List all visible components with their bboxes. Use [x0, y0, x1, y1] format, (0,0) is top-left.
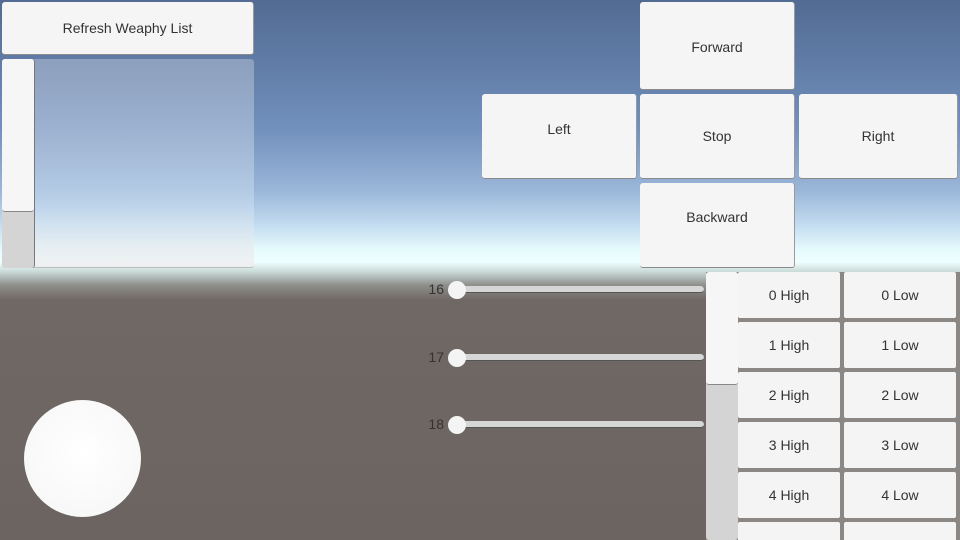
channel-panel[interactable]: 0 High 0 Low 1 High 1 Low 2 High 2 Low 3…	[706, 272, 960, 540]
channel-2-low-label: 2 Low	[881, 387, 919, 403]
slider-knob[interactable]	[448, 416, 466, 434]
channel-5-low-button[interactable]	[844, 522, 956, 540]
joystick-knob[interactable]	[24, 400, 141, 517]
backward-button[interactable]: Backward	[640, 183, 795, 268]
channel-1-high-label: 1 High	[768, 337, 810, 353]
weaphy-list[interactable]	[2, 59, 254, 268]
slider-18: 18	[420, 415, 706, 435]
channel-4-low-button[interactable]: 4 Low	[844, 472, 956, 518]
backward-label: Backward	[686, 209, 748, 225]
channel-1-low-label: 1 Low	[881, 337, 919, 353]
channel-1-low-button[interactable]: 1 Low	[844, 322, 956, 368]
slider-track[interactable]	[456, 286, 704, 293]
refresh-weaphy-list-label: Refresh Weaphy List	[62, 20, 193, 36]
forward-button[interactable]: Forward	[640, 2, 795, 90]
stop-label: Stop	[702, 128, 732, 144]
channel-2-high-button[interactable]: 2 High	[738, 372, 840, 418]
slider-16: 16	[420, 280, 706, 300]
slider-knob[interactable]	[448, 349, 466, 367]
channel-0-high-label: 0 High	[768, 287, 810, 303]
right-button[interactable]: Right	[799, 94, 958, 179]
refresh-weaphy-list-button[interactable]: Refresh Weaphy List	[2, 2, 254, 55]
slider-17: 17	[420, 348, 706, 368]
channel-0-low-button[interactable]: 0 Low	[844, 272, 956, 318]
slider-label: 17	[428, 349, 444, 365]
stop-button[interactable]: Stop	[640, 94, 795, 179]
channel-5-high-button[interactable]	[738, 522, 840, 540]
channel-2-high-label: 2 High	[768, 387, 810, 403]
weaphy-list-scroll-handle[interactable]	[2, 59, 34, 212]
left-label: Left	[547, 121, 571, 137]
channel-panel-scroll-handle[interactable]	[706, 272, 738, 385]
channel-4-low-label: 4 Low	[881, 487, 919, 503]
left-button[interactable]: Left	[482, 94, 637, 179]
channel-panel-scrollbar[interactable]	[706, 272, 738, 540]
channel-3-low-label: 3 Low	[881, 437, 919, 453]
slider-track[interactable]	[456, 421, 704, 428]
channel-3-high-label: 3 High	[768, 437, 810, 453]
channel-3-low-button[interactable]: 3 Low	[844, 422, 956, 468]
weaphy-list-scrollbar[interactable]	[2, 59, 35, 268]
slider-track[interactable]	[456, 354, 704, 361]
slider-label: 16	[428, 281, 444, 297]
slider-label: 18	[428, 416, 444, 432]
channel-3-high-button[interactable]: 3 High	[738, 422, 840, 468]
channel-1-high-button[interactable]: 1 High	[738, 322, 840, 368]
channel-4-high-button[interactable]: 4 High	[738, 472, 840, 518]
channel-0-high-button[interactable]: 0 High	[738, 272, 840, 318]
right-label: Right	[861, 128, 895, 144]
channel-0-low-label: 0 Low	[881, 287, 919, 303]
channel-2-low-button[interactable]: 2 Low	[844, 372, 956, 418]
channel-4-high-label: 4 High	[768, 487, 810, 503]
forward-label: Forward	[691, 38, 743, 55]
slider-knob[interactable]	[448, 281, 466, 299]
